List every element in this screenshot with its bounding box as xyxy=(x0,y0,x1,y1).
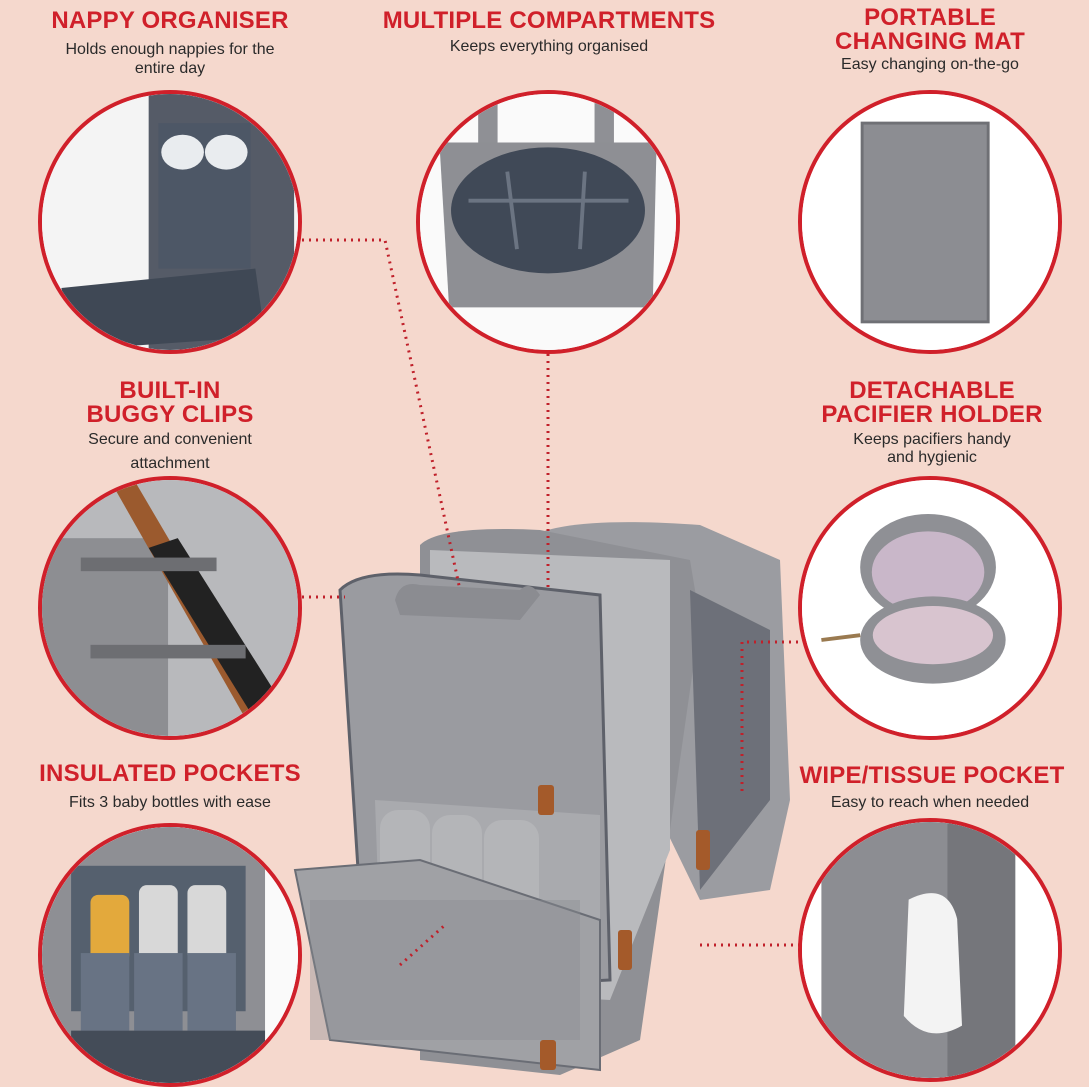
buggy-clips-subtitle-1: Secure and convenient xyxy=(88,431,252,448)
buggy-clips-image xyxy=(38,476,302,740)
wipe-pocket-subtitle: Easy to reach when needed xyxy=(830,794,1030,811)
pacifier-holder-subtitle-1: Keeps pacifiers handy xyxy=(853,431,1011,448)
pacifier-holder-title-1: DETACHABLE xyxy=(849,377,1015,404)
buggy-clips-subtitle-2: attachment xyxy=(130,455,210,472)
multiple-compartments-subtitle: Keeps everything organised xyxy=(449,38,649,55)
changing-mat-subtitle: Easy changing on-the-go xyxy=(841,56,1019,73)
pacifier-holder-title-2: PACIFIER HOLDER xyxy=(821,401,1043,428)
wipe-pocket-title: WIPE/TISSUE POCKET xyxy=(799,762,1065,789)
changing-mat-image xyxy=(798,90,1062,354)
pacifier-holder-subtitle-2: and hygienic xyxy=(887,449,977,466)
nappy-organiser-subtitle-2: entire day xyxy=(134,60,206,77)
connector-lines xyxy=(302,238,808,967)
nappy-organiser-image xyxy=(38,90,302,354)
insulated-pockets-image xyxy=(38,823,302,1087)
nappy-organiser-title: NAPPY ORGANISER xyxy=(51,7,289,34)
multiple-compartments-title: MULTIPLE COMPARTMENTS xyxy=(382,7,716,34)
insulated-pockets-title: INSULATED POCKETS xyxy=(39,760,301,787)
insulated-pockets-subtitle: Fits 3 baby bottles with ease xyxy=(69,794,271,811)
multiple-compartments-image xyxy=(416,90,680,354)
changing-mat-title-1: PORTABLE xyxy=(864,4,996,31)
changing-mat-title-2: CHANGING MAT xyxy=(835,28,1025,55)
buggy-clips-title-2: BUGGY CLIPS xyxy=(86,401,254,428)
nappy-organiser-subtitle-1: Holds enough nappies for the xyxy=(65,41,275,58)
main-backpack xyxy=(293,522,790,1075)
wipe-pocket-image xyxy=(798,818,1062,1082)
pacifier-holder-image xyxy=(798,476,1062,740)
buggy-clips-title-1: BUILT-IN xyxy=(119,377,221,404)
